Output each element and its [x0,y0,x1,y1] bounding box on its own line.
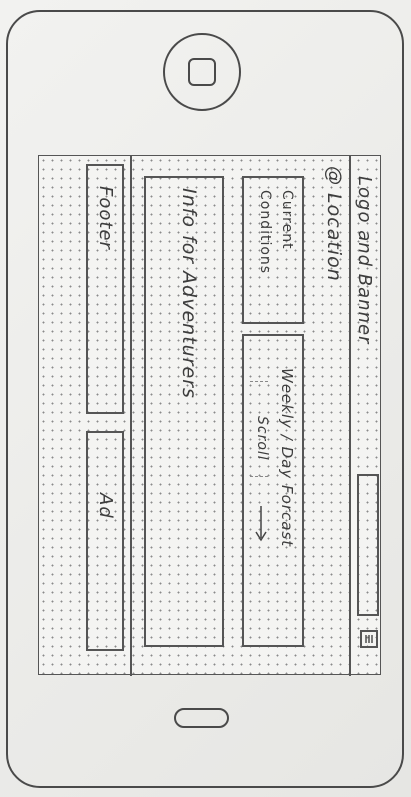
right-arrow-icon [255,506,267,542]
home-button-square [188,58,216,86]
scroll-label: Scroll [254,416,270,461]
phone-frame [6,10,404,788]
home-button[interactable] [163,33,241,111]
ad-label: Ad [95,493,116,519]
phone-screen: Logo and Banner @ Location Current Condi… [38,155,382,676]
info-adventurers-card[interactable]: Info for Adventurers [144,176,224,647]
speaker-slot [174,708,229,728]
header-divider [349,156,351,676]
forecast-label: Weekly / Day Forcast [278,368,296,548]
landscape-layout: Logo and Banner @ Location Current Condi… [39,156,382,676]
footer-divider [130,156,132,676]
footer-box: Footer [86,164,124,414]
forecast-item-divider [250,381,268,383]
search-box[interactable] [357,474,379,616]
hamburger-menu-glyph [365,635,373,643]
ad-box[interactable]: Ad [86,431,124,651]
footer-label: Footer [95,186,116,250]
logo-banner-label: Logo and Banner [354,176,375,345]
current-conditions-label: Current Conditions [257,190,295,275]
hamburger-menu-icon[interactable] [360,630,378,648]
location-label: @ Location [323,166,345,282]
info-adventurers-label: Info for Adventurers [178,188,200,399]
forecast-scroll-area[interactable]: Weekly / Day Forcast Scroll [242,334,304,647]
forecast-item-divider [250,476,268,478]
current-conditions-card[interactable]: Current Conditions [242,176,304,324]
